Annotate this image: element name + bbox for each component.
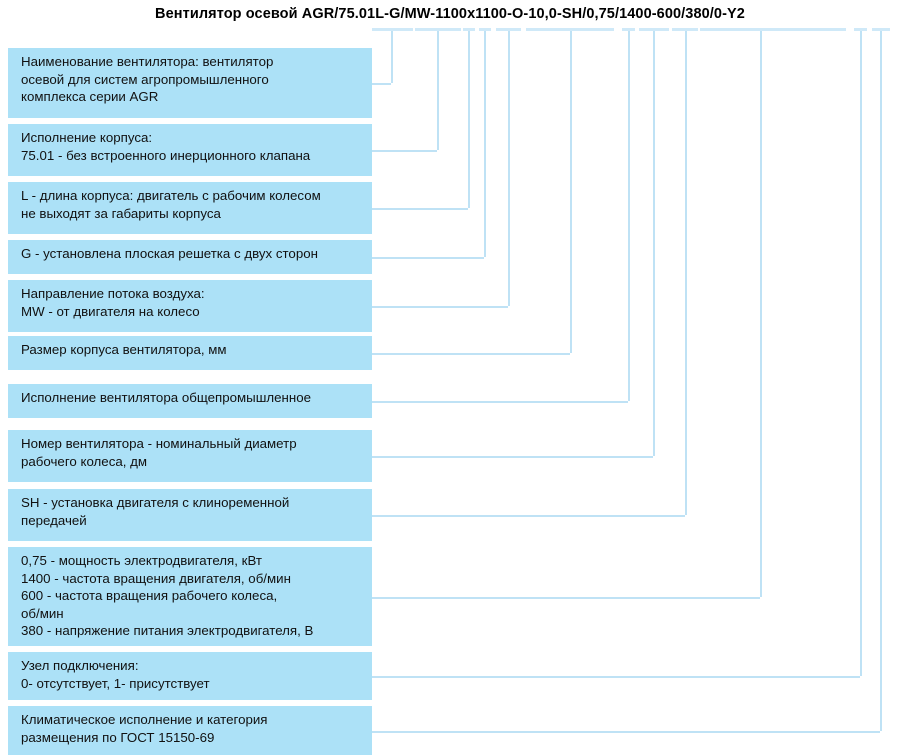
legend-box-general-industrial: Исполнение вентилятора общепромышленное [8,384,372,418]
connector-v-connection-unit [860,30,862,676]
title-underline-motor-mount [672,28,698,32]
connector-v-housing-length [468,30,470,208]
connector-h-name [372,83,391,85]
connector-h-housing-version [372,150,437,152]
legend-box-housing-version: Исполнение корпуса: 75.01 - без встроенн… [8,124,372,176]
legend-box-motor-params: 0,75 - мощность электродвигателя, кВт 14… [8,547,372,646]
title-underline-general-industrial [622,28,635,32]
connector-h-grille [372,257,484,259]
page-title: Вентилятор осевой AGR/75.01L-G/MW-1100x1… [155,6,745,22]
connector-h-air-flow-direction [372,306,508,308]
legend-box-connection-unit: Узел подключения: 0- отсутствует, 1- при… [8,652,372,700]
title-underline-housing-size [526,28,614,32]
connector-h-motor-mount [372,515,685,517]
connector-v-air-flow-direction [508,30,510,306]
title-underline-air-flow-direction [496,28,521,32]
connector-v-housing-version [437,30,439,150]
title-underline-housing-version [415,28,461,32]
connector-h-housing-length [372,208,468,210]
legend-box-name: Наименование вентилятора: вентилятор осе… [8,48,372,118]
legend-box-air-flow-direction: Направление потока воздуха: MW - от двиг… [8,280,372,332]
connector-h-connection-unit [372,676,860,678]
title-underline-climate-version [872,28,890,32]
connector-v-motor-mount [685,30,687,515]
connector-v-climate-version [880,30,882,731]
connector-v-name [391,30,393,83]
legend-box-housing-size: Размер корпуса вентилятора, мм [8,336,372,370]
legend-box-fan-number: Номер вентилятора - номинальный диаметр … [8,430,372,482]
title-underline-motor-params [700,28,846,32]
connector-v-grille [484,30,486,257]
connector-v-housing-size [570,30,572,353]
title-underline-name [372,28,413,32]
title-underline-housing-length [463,28,475,32]
title-underline-grille [479,28,491,32]
connector-v-fan-number [653,30,655,456]
connector-h-housing-size [372,353,570,355]
legend-box-motor-mount: SH - установка двигателя с клиноременной… [8,489,372,541]
legend-box-climate-version: Климатическое исполнение и категория раз… [8,706,372,755]
connector-v-motor-params [760,30,762,597]
connector-h-motor-params [372,597,760,599]
connector-h-general-industrial [372,401,628,403]
connector-h-fan-number [372,456,653,458]
connector-v-general-industrial [628,30,630,401]
legend-box-grille: G - установлена плоская решетка с двух с… [8,240,372,274]
connector-h-climate-version [372,731,880,733]
legend-box-housing-length: L - длина корпуса: двигатель с рабочим к… [8,182,372,234]
title-underline-fan-number [639,28,669,32]
title-underline-connection-unit [854,28,867,32]
